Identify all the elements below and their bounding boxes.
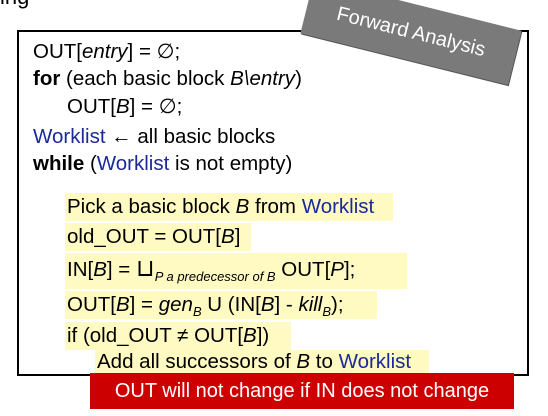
line-if: if (old_OUT ≠ OUT[B]) xyxy=(67,324,270,347)
line-for: for (each basic block B\entry) xyxy=(33,67,302,90)
highlight-out xyxy=(65,291,377,319)
keyword-while: while xyxy=(33,152,85,175)
highlight-if xyxy=(65,322,291,350)
join-symbol: ⊔ xyxy=(135,255,155,282)
callout-note: OUT will not change if IN does not chang… xyxy=(90,373,514,409)
heading-fragment: ing xyxy=(0,0,200,8)
highlight-pick xyxy=(65,193,393,221)
line-in: IN[B] = ⊔P a predecessor of B OUT[P]; xyxy=(67,255,356,285)
line-out-b-init: OUT[B] = ∅; xyxy=(67,95,183,118)
highlight-old-out xyxy=(65,223,251,251)
cut-off-heading: ing xyxy=(0,0,200,10)
highlight-add xyxy=(95,350,429,374)
algorithm-box: OUT[entry] = ∅; for (each basic block B\… xyxy=(17,30,529,376)
line-out-update: OUT[B] = genB U (IN[B] - killB); xyxy=(67,293,344,319)
keyword-for: for xyxy=(33,67,61,90)
line-out-entry: OUT[entry] = ∅; xyxy=(33,40,181,63)
line-pick: Pick a basic block B from Worklist xyxy=(67,195,375,218)
line-worklist-init: Worklist ← all basic blocks xyxy=(33,125,276,148)
highlight-in xyxy=(65,253,407,289)
line-add-successors: Add all successors of B to Worklist xyxy=(97,350,412,373)
line-while: while (Worklist is not empty) xyxy=(33,152,293,175)
line-old-out: old_OUT = OUT[B] xyxy=(67,225,241,248)
